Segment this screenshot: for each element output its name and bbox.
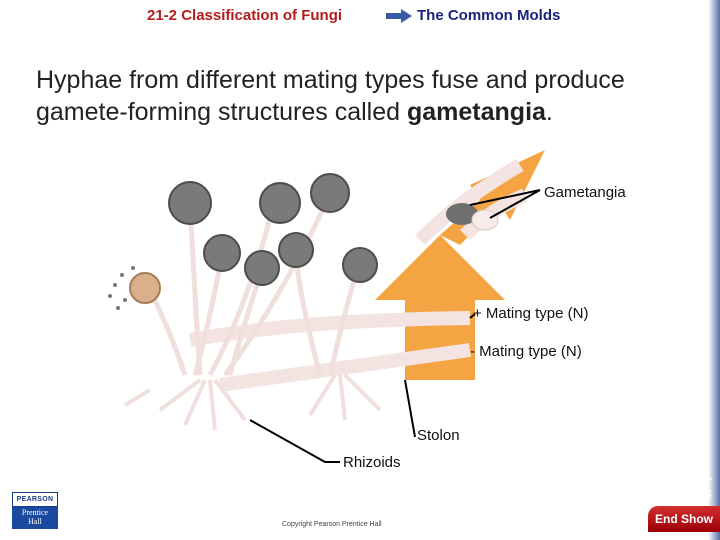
slide-headline: Hyphae from different mating types fuse … (36, 64, 706, 128)
slide-counter: Slide 6 of 44 (660, 472, 712, 502)
arrow-right-icon (386, 9, 412, 23)
slide-header: 21-2 Classification of Fungi The Common … (0, 0, 720, 30)
sporangium (259, 182, 301, 224)
slide-count: 6 of 44 (675, 487, 712, 501)
slide-edge-gradient (708, 0, 720, 540)
label-stolon: Stolon (417, 427, 460, 444)
section-title: 21-2 Classification of Fungi (147, 7, 343, 24)
bread-mold-diagram: Gametangia + Mating type (N) - Mating ty… (0, 140, 720, 480)
logo-line2: Hall (28, 517, 42, 526)
headline-term: gametangia (406, 98, 546, 126)
slide-label: Slide (685, 472, 712, 486)
sporangium (278, 232, 314, 268)
logo-top: PEARSON (12, 492, 58, 507)
orange-arrow-upper (440, 150, 545, 245)
sporangium (168, 181, 212, 225)
headline-text: Hyphae from different mating types fuse … (36, 66, 625, 126)
rhizoids-pointer (249, 419, 340, 463)
gametangia-pointer (469, 189, 541, 219)
logo-line1: Prentice (21, 508, 49, 517)
sporangium (203, 234, 241, 272)
sporangium (244, 250, 280, 286)
end-show-button[interactable]: End Show (648, 506, 720, 532)
sporangium (342, 247, 378, 283)
plus-mating-pointer (469, 313, 476, 319)
label-gametangia: Gametangia (544, 184, 626, 201)
copyright-text: Copyright Pearson Prentice Hall (282, 521, 382, 528)
burst-sporangium (129, 272, 161, 304)
gametangium-left (446, 203, 478, 225)
gametangium-right (471, 209, 499, 231)
stolon-pointer (404, 379, 416, 438)
label-plus-mating-type: + Mating type (N) (473, 305, 589, 322)
label-rhizoids: Rhizoids (343, 454, 401, 471)
pearson-logo: PEARSON Prentice Hall (12, 492, 58, 529)
orange-arrow-lower (375, 235, 505, 380)
topic-title: The Common Molds (417, 7, 561, 24)
mold-illustration (108, 150, 545, 463)
label-minus-mating-type: - Mating type (N) (470, 343, 582, 360)
sporangium (310, 173, 350, 213)
logo-bottom: Prentice Hall (12, 507, 58, 529)
headline-end: . (545, 98, 553, 126)
